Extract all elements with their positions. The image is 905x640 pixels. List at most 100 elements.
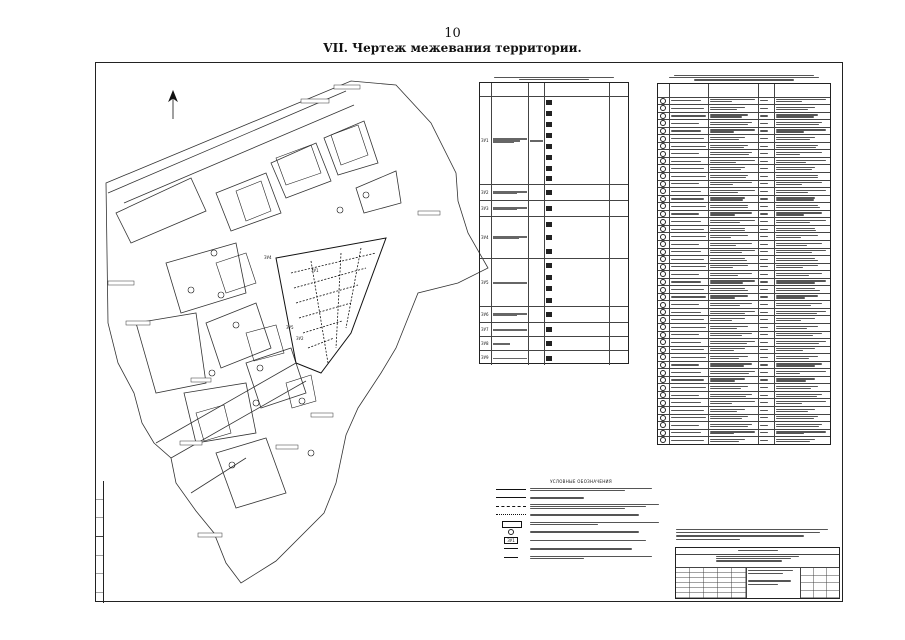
legend: УСЛОВНЫЕ ОБОЗНАЧЕНИЯ ЗУ1 [496,479,666,597]
parcel-marker-icon [660,263,667,270]
parcel-marker-icon [660,248,667,255]
parcel-row [658,376,830,385]
map-lot-label: ЗУ5 [286,325,294,330]
parcel-row [658,369,830,377]
parcel-row [658,301,830,309]
map-lot-label: ЗУ1 [311,268,319,273]
parcel-marker-icon [660,271,667,278]
parcel-marker-icon [660,165,667,172]
parcel-marker-icon [660,278,667,285]
cadastral-map [105,80,489,584]
parcel-row [658,391,830,400]
parcels-table-title [657,75,831,81]
parcel-row [658,346,830,355]
parcel-marker-icon [660,203,667,210]
parcel-marker-icon [660,407,667,414]
parcel-row [658,414,830,423]
parcel-marker-icon [660,316,667,323]
parcel-marker-icon [660,188,667,195]
parcel-marker-icon [660,128,667,135]
lot-label: ЗУ2 [480,185,492,201]
parcel-marker-icon [660,384,667,391]
parcel-row [658,339,830,347]
legend-title: УСЛОВНЫЕ ОБОЗНАЧЕНИЯ [550,479,612,484]
parcel-marker-icon [660,105,667,112]
parcel-marker-icon [660,112,667,119]
parcel-row [658,180,830,189]
parcels-grid [657,82,831,445]
outer-boundary [105,80,489,584]
parcel-row [658,256,830,264]
parcel-row [658,142,830,151]
lots-table: ЗУ1 ЗУ2 ЗУ3 [479,75,629,366]
map-lot-label: ЗУ4 [264,255,272,260]
parcel-marker-icon [660,369,667,376]
parcel-marker-icon [660,143,667,150]
lot-label: ЗУ5 [480,259,492,307]
parcels-table [657,73,831,445]
parcel-row [658,203,830,211]
parcel-marker-icon [660,301,667,308]
lot-label: ЗУ7 [480,323,492,337]
parcel-row [658,157,830,166]
parcel-row [658,429,830,438]
parcel-row [658,271,830,279]
parcel-row [658,165,830,174]
parcel-marker-icon [660,158,667,165]
side-strip [96,481,104,603]
parcel-row [658,210,830,219]
parcel-marker-icon [660,180,667,187]
parcel-marker-icon [660,414,667,421]
title-block [675,547,840,599]
parcel-row [658,173,830,181]
parcel-row [658,399,830,407]
parcel-row [658,286,830,294]
parcel-row [658,233,830,241]
parcel-marker-icon [660,241,667,248]
parcel-row [658,112,830,121]
lot-label: ЗУ6 [480,307,492,323]
lot-label: ЗУ3 [480,201,492,217]
parcel-marker-icon [660,422,667,429]
parcel-row [658,195,830,204]
parcel-marker-icon [660,361,667,368]
parcel-row [658,293,830,302]
parcel-row [658,331,830,340]
parcel-row [658,120,830,128]
parcel-row [658,422,830,430]
parcel-marker-icon [660,294,667,301]
lot-label: ЗУ1 [480,97,492,185]
parcel-row [658,437,830,444]
parcel-row [658,188,830,196]
lots-table-title [479,77,629,81]
legend-zu-sample: ЗУ1 [504,536,518,544]
parcel-row [658,384,830,392]
parcel-marker-icon [660,97,667,104]
page-number: 10 [444,26,461,41]
parcel-row [658,150,830,158]
lot-label: ЗУ9 [480,351,492,366]
lot-label: ЗУ4 [480,217,492,259]
parcel-marker-icon [660,211,667,218]
parcel-marker-icon [660,120,667,127]
parcel-marker-icon [660,218,667,225]
page-heading: VII. Чертеж межевания территории. [323,41,582,55]
parcel-marker-icon [660,399,667,406]
parcel-marker-icon [660,346,667,353]
parcel-row [658,263,830,272]
parcel-row [658,278,830,287]
parcel-row [658,406,830,415]
parcel-marker-icon [660,309,667,316]
parcel-row [658,361,830,370]
drawing-sheet: ЗУ4 ЗУ1 ЗУ5 ЗУ2 ЗУ1 [95,62,843,603]
parcel-marker-icon [660,429,667,436]
parcel-row [658,354,830,362]
parcel-row [658,248,830,257]
parcel-marker-icon [660,354,667,361]
parcel-marker-icon [660,331,667,338]
parcel-marker-icon [660,226,667,233]
north-arrow-icon [168,89,178,119]
parcel-row [658,127,830,136]
parcel-marker-icon [660,256,667,263]
parcel-marker-icon [660,195,667,202]
